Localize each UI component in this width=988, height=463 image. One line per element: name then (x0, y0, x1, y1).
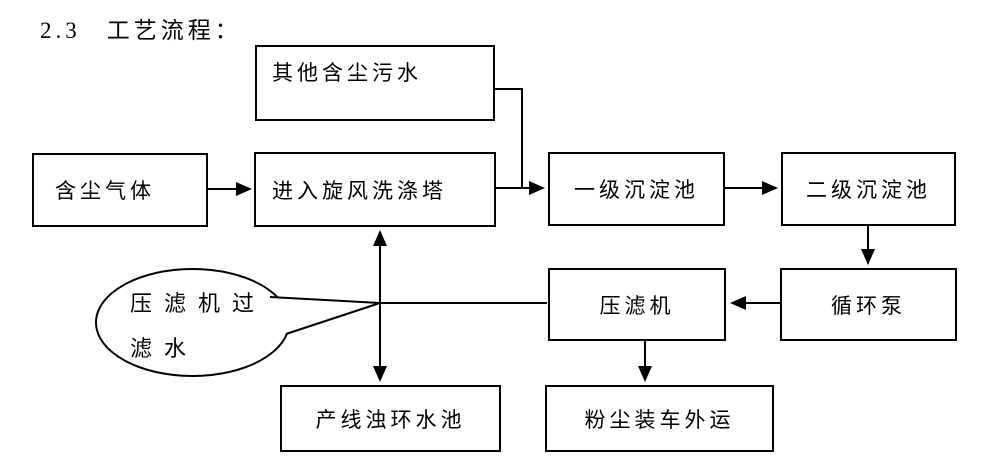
callout-ellipse: 压滤机过 滤水 (95, 268, 290, 377)
flow-node-dust-gas: 含尘气体 (32, 153, 208, 227)
section-number: 2.3 (40, 18, 81, 43)
callout-text-line1: 压滤机过 (130, 291, 267, 316)
flow-node-dust-truck: 粉尘装车外运 (545, 385, 774, 452)
flow-node-turbid-pool: 产线浊环水池 (280, 385, 501, 452)
flow-node-primary-tank: 一级沉淀池 (548, 152, 725, 226)
flow-node-filter-press: 压滤机 (548, 268, 726, 341)
section-heading: 2.3 工艺流程： (40, 11, 242, 45)
line-othersewage-junction (495, 88, 523, 188)
section-title-text: 工艺流程： (106, 18, 242, 43)
flow-node-circulation-pump: 循环泵 (780, 268, 957, 341)
flow-node-secondary-tank: 二级沉淀池 (781, 152, 956, 226)
callout-text-line2: 滤水 (130, 336, 199, 361)
flow-node-other-sewage: 其他含尘污水 (255, 45, 495, 121)
flow-node-cyclone-tower: 进入旋风洗涤塔 (254, 152, 496, 227)
